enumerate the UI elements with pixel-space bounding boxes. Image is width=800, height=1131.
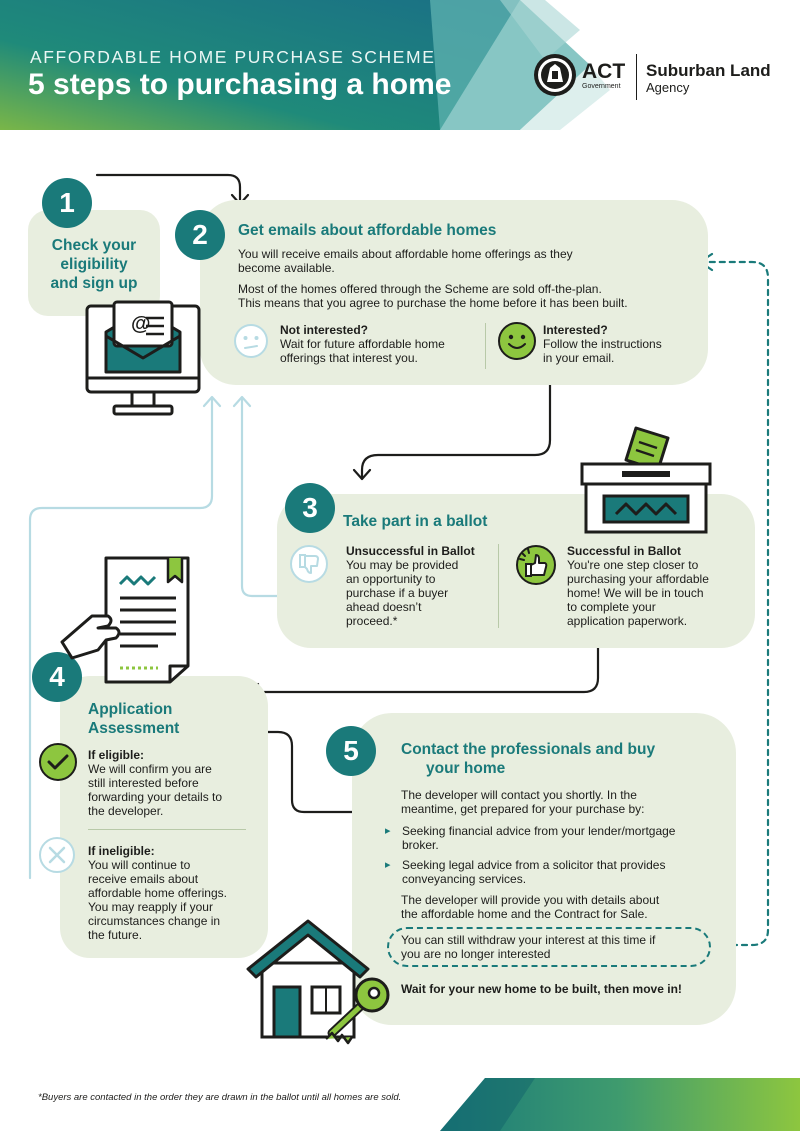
act-crest-icon: [534, 54, 576, 96]
return-ineligible: [28, 396, 214, 880]
logo: ACT Government Suburban Land Agency: [532, 50, 782, 106]
step5-bullets: Seeking financial advice from your lende…: [385, 824, 725, 892]
step5-number: 5: [326, 726, 376, 776]
arrow-2-to-3: [360, 383, 552, 480]
header-banner: [0, 0, 610, 130]
footer-band: [440, 1078, 800, 1131]
return-withdraw: [700, 260, 770, 947]
step2-panel: [200, 200, 708, 385]
arrow-3-to-4: [248, 638, 600, 694]
logo-agency-line2: Agency: [646, 80, 690, 95]
list-item: Seeking financial advice from your lende…: [385, 824, 725, 852]
thumbs-up-icon: [516, 545, 556, 585]
return-unsuccessful: [240, 396, 297, 598]
check-icon: [39, 743, 77, 781]
arrow-1-to-2: [95, 173, 242, 205]
step2-number: 2: [175, 210, 225, 260]
step3-number: 3: [285, 483, 335, 533]
logo-divider: [636, 54, 637, 100]
step2-interested: Interested? Follow the instructions in y…: [543, 323, 662, 365]
page-title: 5 steps to purchasing a home: [28, 68, 452, 101]
step2-para1: You will receive emails about affordable…: [238, 247, 573, 275]
footnote: *Buyers are contacted in the order they …: [38, 1092, 402, 1103]
computer-email-icon: @: [85, 300, 201, 416]
step3-divider: [498, 544, 499, 628]
happy-face-icon: [498, 322, 536, 360]
step5-withdraw: You can still withdraw your interest at …: [401, 933, 656, 961]
step4-ineligible: If ineligible: You will continue to rece…: [88, 844, 227, 942]
step1-panel: [28, 210, 160, 316]
step5-title: Contact the professionals and buy your h…: [401, 741, 656, 777]
step4-number: 4: [32, 652, 82, 702]
cross-icon: [39, 837, 75, 873]
step5-intro: The developer will contact you shortly. …: [401, 788, 645, 816]
withdraw-box: [387, 927, 711, 967]
step4-title: Application Assessment: [88, 701, 180, 737]
list-item: Seeking legal advice from a solicitor th…: [385, 858, 725, 886]
step4-panel: [60, 676, 268, 958]
thumbs-down-icon: [290, 545, 328, 583]
step4-divider: [88, 829, 246, 830]
logo-act: ACT: [582, 60, 626, 83]
step3-title: Take part in a ballot: [343, 513, 488, 530]
step3-successful: Successful in Ballot You're one step clo…: [567, 544, 709, 628]
step2-para2: Most of the homes offered through the Sc…: [238, 282, 628, 310]
neutral-face-icon: [234, 324, 268, 358]
ballot-box-icon: [580, 426, 712, 534]
step2-divider: [485, 323, 486, 369]
document-icon: [60, 556, 190, 684]
step1-title: Check your eligibility and sign up: [50, 237, 138, 292]
arrow-4-to-5: [251, 730, 364, 814]
logo-act-sub: Government: [582, 83, 621, 90]
header-kicker: AFFORDABLE HOME PURCHASE SCHEME: [30, 47, 436, 67]
step4-eligible: If eligible: We will confirm you are sti…: [88, 748, 223, 818]
logo-agency-line1: Suburban Land: [646, 61, 771, 80]
step2-title: Get emails about affordable homes: [238, 222, 497, 239]
email-at-glyph: @: [131, 313, 151, 335]
step2-not-interested: Not interested? Wait for future affordab…: [280, 323, 445, 365]
step5-final: Wait for your new home to be built, then…: [401, 982, 682, 996]
step1-number: 1: [42, 178, 92, 228]
step3-unsuccessful: Unsuccessful in Ballot You may be provid…: [346, 544, 475, 628]
house-key-icon: [246, 919, 390, 1045]
step5-details: The developer will provide you with deta…: [401, 893, 660, 921]
